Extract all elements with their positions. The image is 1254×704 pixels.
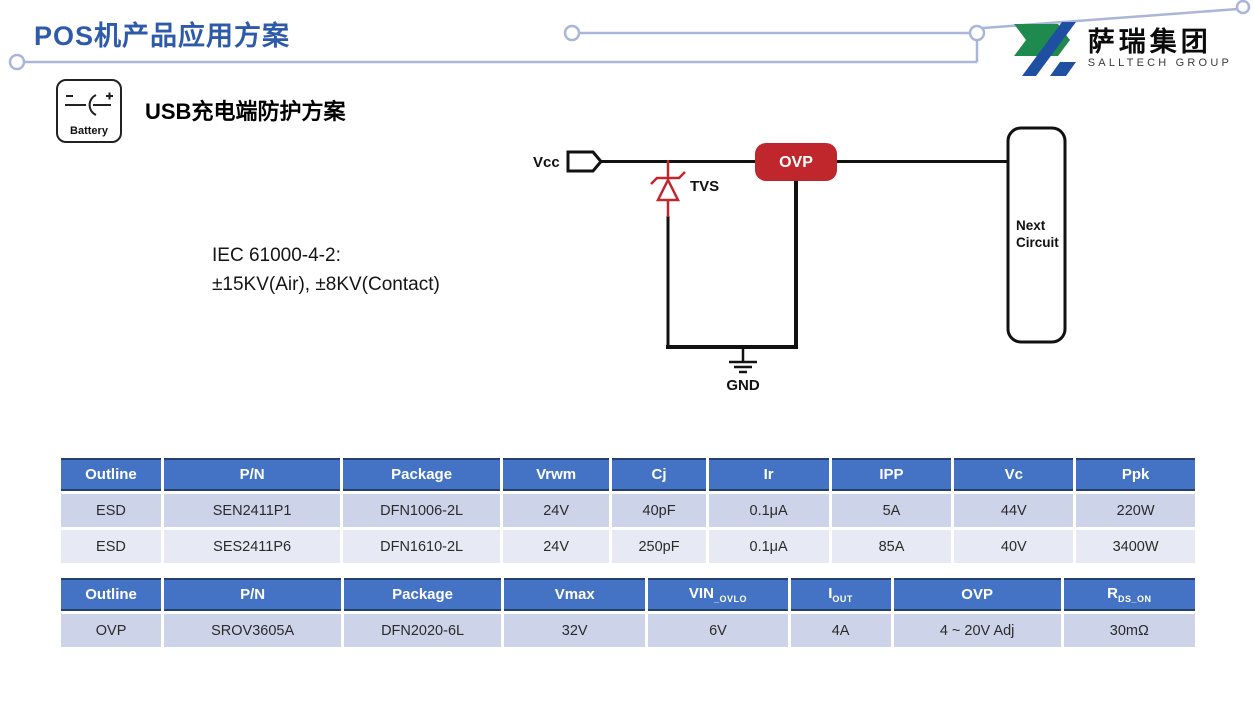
ovp-col-rdson: RDS_ON — [1063, 578, 1195, 611]
esd-table: Outline P/N Package Vrwm Cj Ir IPP Vc Pp… — [58, 455, 1198, 566]
ovp-col-pn: P/N — [164, 578, 342, 611]
ovp-table-header-row: Outline P/N Package Vmax VIN_OVLO IOUT O… — [61, 578, 1195, 611]
cell: 24V — [502, 494, 610, 527]
ovp-table-row-1: OVP SROV3605A DFN2020-6L 32V 6V 4A 4 ~ 2… — [61, 614, 1195, 647]
cell: 250pF — [612, 530, 706, 563]
section-title-cn: 充电端防护方案 — [191, 99, 346, 124]
ovp-col-vmax: Vmax — [504, 578, 646, 611]
tables-area: Outline P/N Package Vrwm Cj Ir IPP Vc Pp… — [58, 455, 1198, 650]
cell: 44V — [954, 494, 1074, 527]
cell: 32V — [504, 614, 646, 647]
cell: 30mΩ — [1063, 614, 1195, 647]
vcc-label: Vcc — [533, 154, 560, 171]
section-title-en: USB — [145, 99, 192, 124]
cell: 5A — [831, 494, 952, 527]
decorative-trace-lines — [8, 0, 1251, 71]
cell: SES2411P6 — [163, 530, 341, 563]
esd-table-header-row: Outline P/N Package Vrwm Cj Ir IPP Vc Pp… — [61, 458, 1195, 491]
ovp-col-package: Package — [344, 578, 502, 611]
page-title: POS机产品应用方案 — [34, 21, 291, 51]
ovp-col-vin-ovlo: VIN_OVLO — [648, 578, 788, 611]
logo-mark-icon — [1013, 22, 1076, 76]
cell: 220W — [1076, 494, 1195, 527]
cell: 4 ~ 20V Adj — [893, 614, 1061, 647]
cell: 40pF — [612, 494, 706, 527]
next-circuit-label-2: Circuit — [1016, 235, 1059, 250]
esd-col-pn: P/N — [163, 458, 341, 491]
cell: OVP — [61, 614, 162, 647]
cell: DFN2020-6L — [344, 614, 502, 647]
cell: 6V — [648, 614, 788, 647]
esd-col-package: Package — [343, 458, 500, 491]
gnd-label: GND — [726, 377, 760, 394]
cell: ESD — [61, 494, 161, 527]
cell: 0.1μA — [708, 494, 829, 527]
cell: 24V — [502, 530, 610, 563]
cell: DFN1006-2L — [343, 494, 500, 527]
ovp-block — [755, 143, 837, 181]
cell: ESD — [61, 530, 161, 563]
esd-col-vrwm: Vrwm — [502, 458, 610, 491]
ovp-table: Outline P/N Package Vmax VIN_OVLO IOUT O… — [58, 575, 1198, 650]
ovp-col-iout: IOUT — [790, 578, 891, 611]
esd-table-row-2: ESD SES2411P6 DFN1610-2L 24V 250pF 0.1μA… — [61, 530, 1195, 563]
cell: SEN2411P1 — [163, 494, 341, 527]
cell: 0.1μA — [708, 530, 829, 563]
cell: 40V — [954, 530, 1074, 563]
iec-line-1: IEC 61000-4-2: — [212, 245, 341, 266]
battery-icon: Battery — [56, 79, 122, 143]
cell: DFN1610-2L — [343, 530, 500, 563]
vcc-connector-icon — [566, 150, 603, 173]
next-circuit-block — [1006, 126, 1067, 344]
esd-col-outline: Outline — [61, 458, 161, 491]
cell: 4A — [790, 614, 891, 647]
gnd-symbol-icon — [729, 349, 757, 374]
esd-col-ipp: IPP — [831, 458, 952, 491]
tvs-diode-icon — [650, 160, 686, 217]
esd-col-ir: Ir — [708, 458, 829, 491]
ovp-col-outline: Outline — [61, 578, 162, 611]
cell: 3400W — [1076, 530, 1195, 563]
circuit-diagram: Vcc TVS OVP GND Next Circuit — [533, 126, 1067, 394]
esd-col-vc: Vc — [954, 458, 1074, 491]
battery-label: Battery — [70, 125, 108, 137]
company-logo: 萨瑞集团 SALLTECH GROUP — [1012, 20, 1232, 78]
battery-symbol-icon — [65, 92, 113, 116]
logo-name-cn: 萨瑞集团 — [1087, 27, 1212, 58]
next-circuit-label-1: Next — [1016, 218, 1046, 233]
section-title: USB充电端防护方案 — [145, 94, 345, 126]
cell: 85A — [831, 530, 952, 563]
tvs-label: TVS — [690, 178, 719, 195]
esd-col-ppk: Ppk — [1076, 458, 1195, 491]
esd-table-row-1: ESD SEN2411P1 DFN1006-2L 24V 40pF 0.1μA … — [61, 494, 1195, 527]
iec-line-2: ±15KV(Air), ±8KV(Contact) — [212, 273, 440, 295]
cell: SROV3605A — [164, 614, 342, 647]
ovp-label: OVP — [779, 154, 813, 171]
logo-name-en: SALLTECH GROUP — [1087, 57, 1232, 70]
iec-standard-note: IEC 61000-4-2: ±15KV(Air), ±8KV(Contact) — [212, 242, 440, 299]
ovp-col-ovp: OVP — [893, 578, 1061, 611]
esd-col-cj: Cj — [612, 458, 706, 491]
